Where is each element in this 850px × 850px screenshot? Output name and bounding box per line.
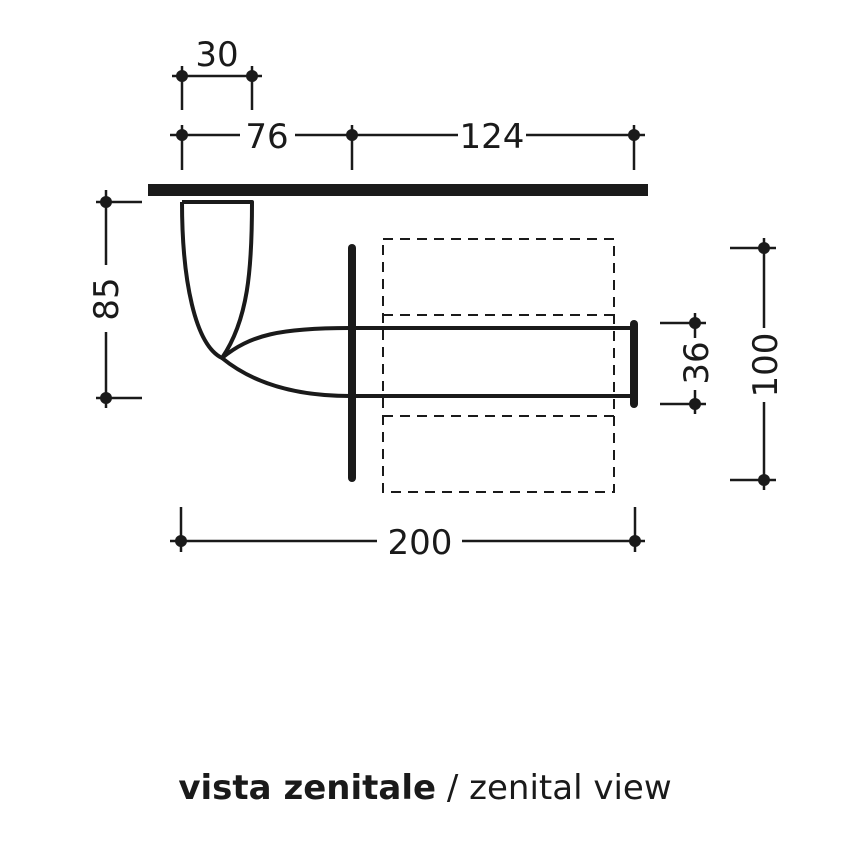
dim-36-label: 36 xyxy=(677,341,717,384)
dim-76-124 xyxy=(170,125,645,170)
dim-76-label: 76 xyxy=(245,117,288,157)
dim-100-label: 100 xyxy=(746,333,786,398)
caption-separator: / xyxy=(436,768,470,808)
wall-plate xyxy=(148,184,648,196)
dim-30-label: 30 xyxy=(195,35,238,75)
bracket-arm xyxy=(180,200,632,398)
dim-85-label: 85 xyxy=(87,277,127,320)
dim-200-label: 200 xyxy=(388,523,453,563)
dim-124-label: 124 xyxy=(460,117,525,157)
caption-primary: vista zenitale xyxy=(178,768,437,808)
roll-outlines xyxy=(382,238,615,493)
caption: vista zenitale / zenital view xyxy=(0,768,850,808)
caption-secondary: zenital view xyxy=(469,768,672,808)
